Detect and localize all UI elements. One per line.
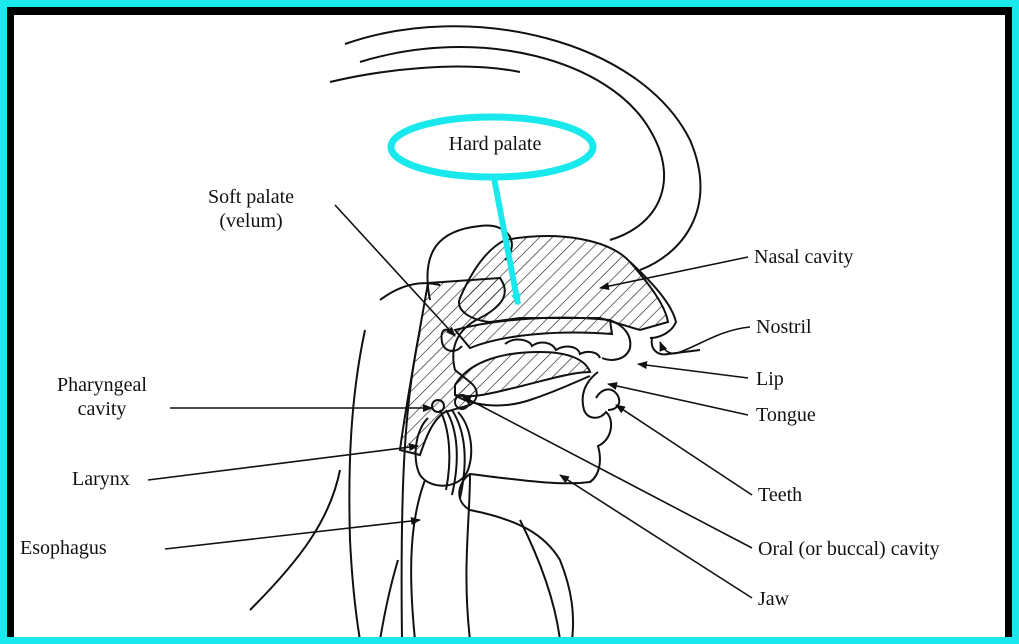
lower-teeth — [596, 389, 619, 410]
label-soft-palate-line1: Soft palate — [186, 186, 316, 208]
label-tongue: Tongue — [756, 404, 816, 426]
label-soft-palate-line2: (velum) — [186, 210, 316, 232]
lower-lip-jaw — [459, 372, 611, 640]
pointer-soft-palate — [335, 205, 455, 336]
label-pharyngeal-line2: cavity — [38, 398, 166, 420]
label-oral-cavity: Oral (or buccal) cavity — [758, 538, 940, 560]
tongue-region — [455, 352, 590, 396]
hard-palate-region — [455, 318, 612, 348]
label-hard-palate: Hard palate — [420, 133, 570, 155]
skull-hair-line — [330, 67, 520, 82]
label-nasal-cavity: Nasal cavity — [754, 246, 853, 268]
pointer-larynx — [148, 446, 418, 480]
pointer-jaw — [560, 475, 752, 598]
pointer-oral-cavity — [462, 396, 752, 548]
back-of-neck-outer — [349, 330, 365, 640]
label-larynx: Larynx — [72, 468, 130, 490]
pointer-lip — [638, 364, 748, 378]
label-esophagus: Esophagus — [20, 537, 107, 559]
label-teeth: Teeth — [758, 484, 802, 506]
trachea-front — [466, 474, 470, 640]
pointer-esophagus — [165, 520, 420, 549]
pointer-nostril — [660, 327, 750, 354]
label-jaw: Jaw — [758, 588, 789, 610]
label-nostril: Nostril — [756, 316, 812, 338]
shoulder-curve — [250, 470, 340, 610]
pointer-tongue — [608, 384, 748, 415]
spine-curve — [380, 560, 398, 640]
label-pharyngeal-line1: Pharyngeal — [38, 374, 166, 396]
larynx-outline — [416, 412, 472, 486]
label-lip: Lip — [756, 368, 784, 390]
esophagus-back — [411, 480, 425, 640]
pointer-teeth — [616, 405, 752, 495]
